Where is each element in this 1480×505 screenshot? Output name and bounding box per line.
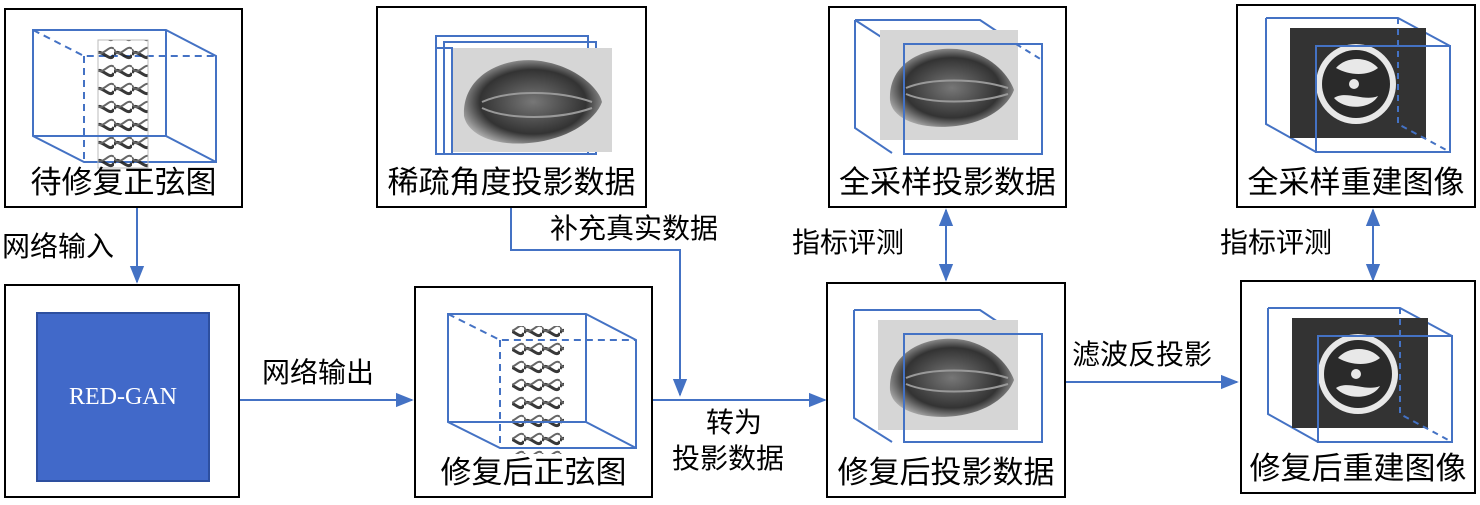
panel-sinogram-input: 待修复正弦图: [4, 8, 243, 208]
panel-label: 全采样投影数据: [839, 165, 1056, 201]
projection-stack-icon: [854, 19, 1043, 155]
reconstruction-stack-icon: [1265, 17, 1451, 153]
panel-network: RED-GAN: [4, 284, 240, 498]
red-gan-block: RED-GAN: [36, 312, 210, 482]
projection-stack-icon: [435, 35, 612, 155]
edge-label-convert-line1: 转为: [706, 406, 763, 439]
panel-repaired-reconstruction: 修复后重建图像: [1240, 280, 1476, 494]
edge-label-evaluation-2: 指标评测: [1220, 226, 1333, 259]
projection-stack-icon: [853, 309, 1043, 443]
sinogram-stack-icon: [447, 313, 637, 454]
panel-label: 稀疏角度投影数据: [387, 165, 636, 201]
edge-label-convert-line2: 投影数据: [672, 442, 785, 475]
reconstruction-stack-icon: [1267, 307, 1453, 443]
panel-sparse-projection: 稀疏角度投影数据: [376, 6, 647, 208]
panel-label: 修复后投影数据: [837, 455, 1055, 491]
panel-label: 修复后正弦图: [440, 455, 627, 491]
arrow-supplement: [510, 208, 688, 397]
panel-label: 待修复正弦图: [30, 165, 217, 201]
edge-label-network-input: 网络输入: [2, 230, 115, 263]
edge-label-fbp: 滤波反投影: [1072, 338, 1213, 371]
panel-full-projection: 全采样投影数据: [828, 6, 1067, 208]
edge-label-evaluation-1: 指标评测: [792, 226, 905, 259]
edge-label-supplement: 补充真实数据: [550, 212, 719, 245]
edge-label-network-output: 网络输出: [262, 356, 375, 389]
panel-label: 全采样重建图像: [1247, 165, 1465, 201]
panel-label: 修复后重建图像: [1249, 451, 1467, 487]
network-name: RED-GAN: [69, 383, 177, 410]
sinogram-stack-icon: [32, 29, 217, 169]
panel-repaired-projection: 修复后投影数据: [826, 282, 1066, 498]
panel-sinogram-output: 修复后正弦图: [414, 286, 653, 498]
panel-full-reconstruction: 全采样重建图像: [1236, 4, 1476, 208]
